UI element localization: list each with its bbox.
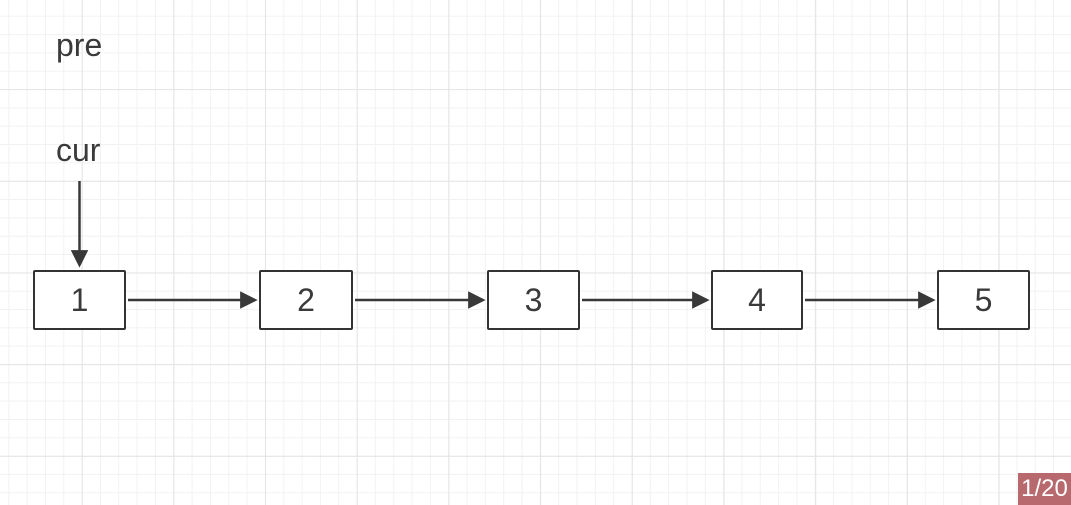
list-node-3: 3 <box>487 270 580 330</box>
pointer-label-pre: pre <box>56 27 103 63</box>
list-node-5: 5 <box>937 270 1030 330</box>
list-node-4: 4 <box>711 270 803 330</box>
list-node-2: 2 <box>259 270 353 330</box>
page-indicator-badge: 1/20 <box>1018 473 1071 505</box>
list-node-1: 1 <box>33 270 126 330</box>
node-value: 3 <box>524 281 543 318</box>
node-value: 2 <box>297 281 315 318</box>
node-value: 1 <box>70 281 89 318</box>
node-value: 5 <box>974 281 993 318</box>
pointer-label-cur: cur <box>56 132 101 168</box>
node-value: 4 <box>748 281 766 318</box>
